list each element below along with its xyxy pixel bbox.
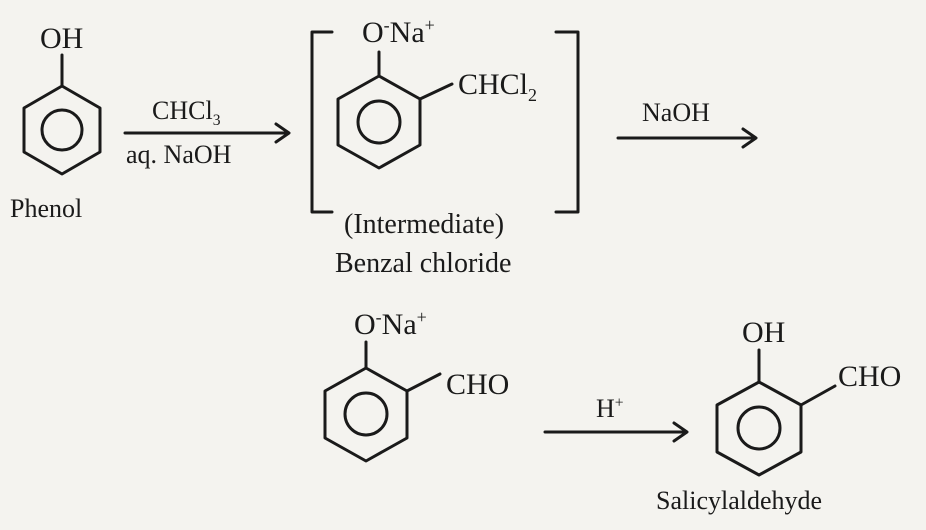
reaction-arrow-3 xyxy=(543,421,689,443)
intermediate-chcl2-bond xyxy=(418,82,454,101)
product-name: Salicylaldehyde xyxy=(656,486,823,515)
aldehyde-salt-phenoxide-label: O-Na+ xyxy=(354,307,427,341)
phenol-name: Phenol xyxy=(10,194,83,223)
intermediate-benzene-ring xyxy=(336,50,454,170)
product-cho-bond xyxy=(799,384,837,407)
phenol-oh-label: OH xyxy=(40,22,84,55)
intermediate-name: Benzal chloride xyxy=(335,248,512,279)
step2-reagent-naoh: NaOH xyxy=(642,98,710,127)
intermediate-bracket-left xyxy=(310,30,334,214)
product-oh-label: OH xyxy=(742,316,786,349)
reaction-arrow-1 xyxy=(123,122,291,144)
intermediate-phenoxide-label: O-Na+ xyxy=(362,15,435,49)
aldehyde-salt-cho-label: CHO xyxy=(446,368,510,401)
step1-reagent-aq-naoh: aq. NaOH xyxy=(126,140,232,169)
step1-reagent-chcl3: CHCl3 xyxy=(152,96,221,130)
step3-reagent-h-plus: H+ xyxy=(596,394,624,423)
intermediate-bracket-right xyxy=(554,30,580,214)
product-cho-label: CHO xyxy=(838,360,902,393)
aldehyde-salt-cho-bond xyxy=(405,372,442,393)
reaction-arrow-2 xyxy=(616,127,758,149)
intermediate-tag: (Intermediate) xyxy=(344,209,505,240)
aldehyde-salt-benzene-ring xyxy=(323,340,442,463)
intermediate-chcl2-label: CHCl2 xyxy=(458,68,538,105)
phenol-benzene-ring xyxy=(22,53,102,176)
product-benzene-ring xyxy=(715,348,837,477)
